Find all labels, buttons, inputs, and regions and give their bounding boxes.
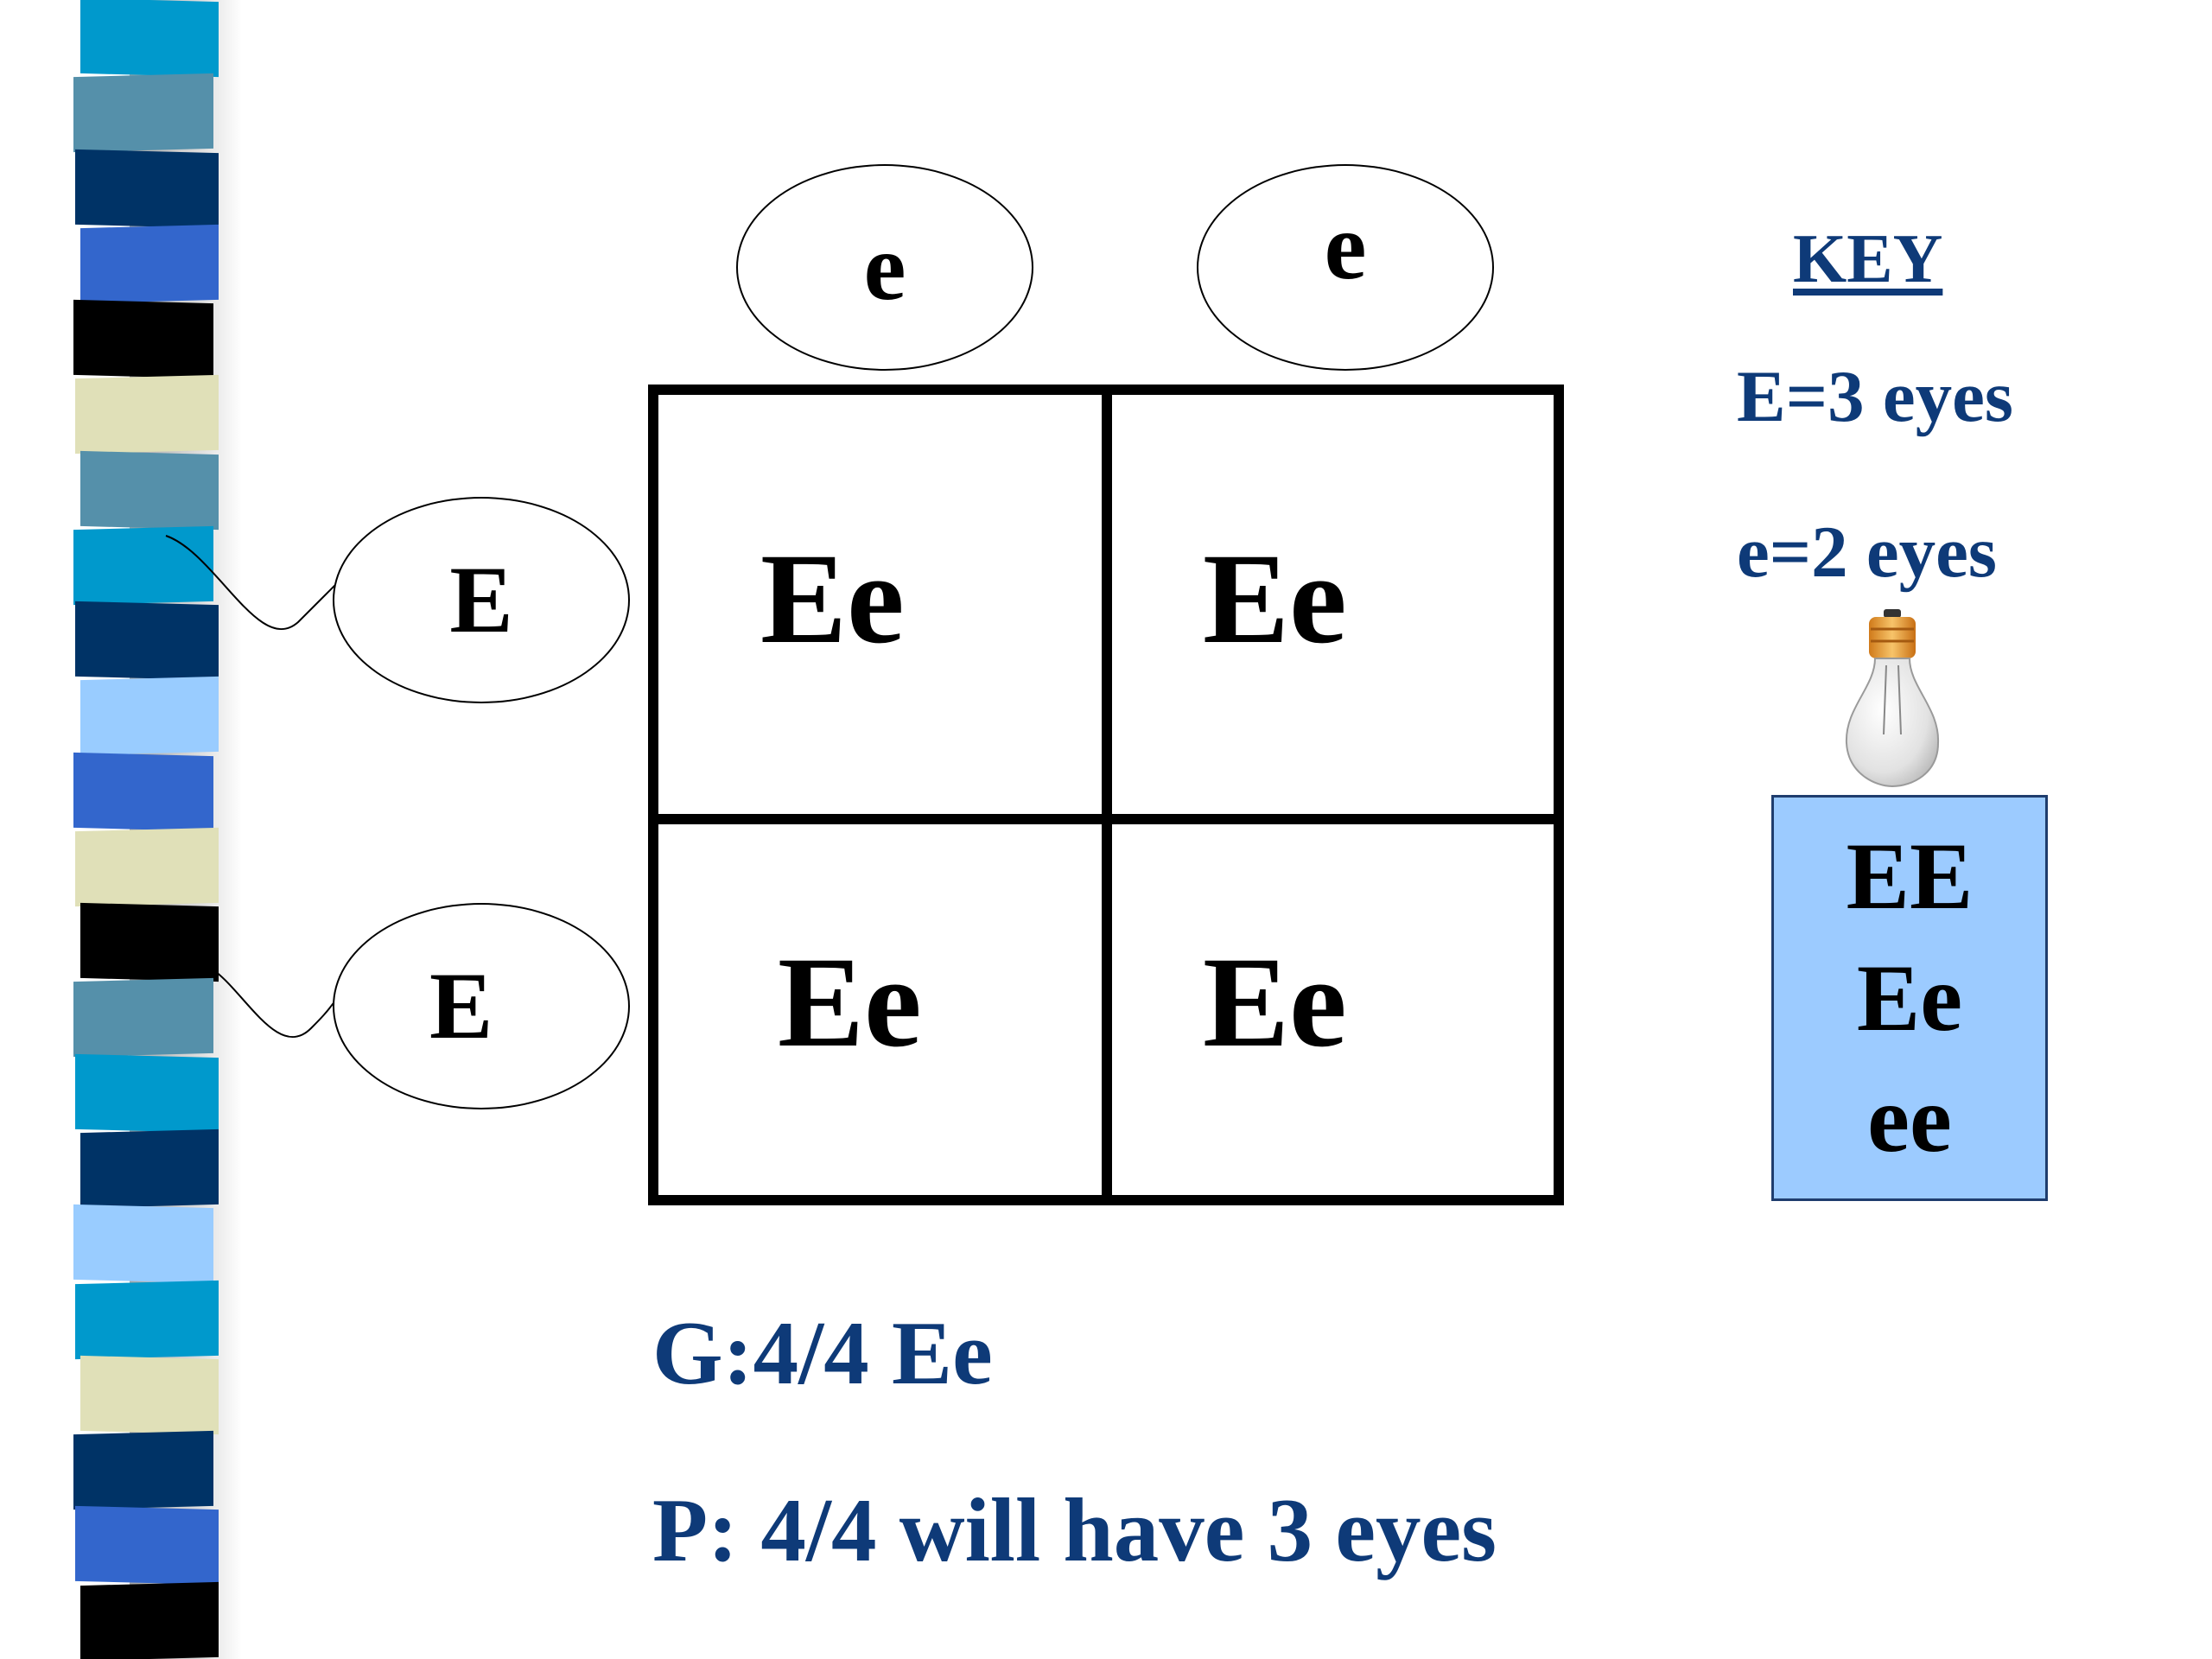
side-allele-1: E — [333, 497, 630, 703]
top-allele-2-label: e — [1324, 194, 1367, 299]
punnett-cell-2-1: Ee — [778, 931, 922, 1074]
stripe-band-fill — [80, 1355, 219, 1435]
genotype-EE: EE — [1846, 823, 1974, 929]
stripe-band-fill — [73, 1205, 213, 1284]
connector-lines — [165, 535, 338, 1038]
top-allele-1: e — [736, 164, 1033, 371]
stripe-band — [73, 1280, 219, 1359]
punnett-cell-1-1: Ee — [760, 527, 905, 671]
side-allele-1-label: E — [449, 547, 513, 652]
stripe-band — [73, 1205, 219, 1284]
stripe-band-fill — [73, 1430, 213, 1510]
stripe-band-fill — [75, 1506, 219, 1586]
stripe-band-fill — [80, 1581, 219, 1659]
key-recessive: e=2 eyes — [1737, 512, 1997, 593]
side-allele-2-label: E — [429, 953, 493, 1058]
key-dominant: E=3 eyes — [1737, 356, 2013, 437]
grid-divider-horizontal — [658, 814, 1554, 824]
stripe-band — [73, 1128, 219, 1209]
punnett-cell-2-2: Ee — [1203, 931, 1347, 1074]
genotype-ee: ee — [1867, 1066, 1952, 1173]
side-allele-2: E — [333, 903, 630, 1109]
key-title: KEY — [1793, 221, 1943, 297]
stripe-band — [73, 1581, 219, 1659]
stripe-band-fill — [75, 1280, 219, 1359]
stripe-band — [73, 1430, 219, 1510]
top-allele-2: e — [1197, 164, 1494, 371]
stripe-band — [73, 1355, 219, 1435]
stripe-band-fill — [80, 1128, 219, 1209]
genotype-result: G:4/4 Ee — [652, 1302, 993, 1403]
punnett-square — [648, 385, 1564, 1205]
stripe-band — [73, 1506, 219, 1586]
top-allele-1-label: e — [863, 214, 906, 320]
punnett-cell-1-2: Ee — [1203, 527, 1347, 671]
grid-divider-vertical — [1102, 395, 1112, 1195]
light-bulb-icon — [1845, 609, 1940, 788]
phenotype-result: P: 4/4 will have 3 eyes — [652, 1479, 1497, 1580]
genotype-Ee: Ee — [1856, 944, 1963, 1051]
genotype-box: EE Ee ee — [1771, 795, 2048, 1201]
